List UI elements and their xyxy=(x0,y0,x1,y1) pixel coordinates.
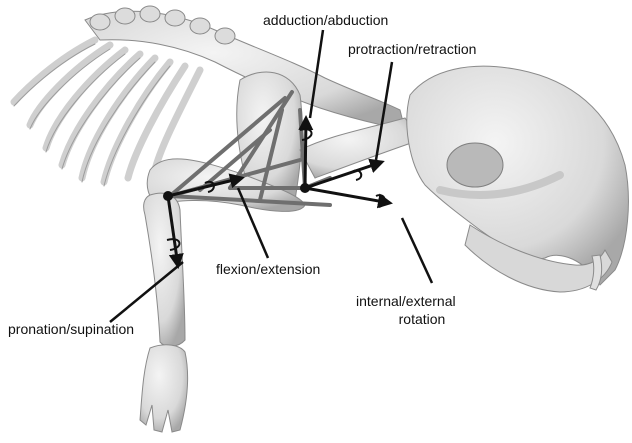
label-flexion-extension: flexion/extension xyxy=(216,261,320,277)
paw xyxy=(140,345,188,432)
label-rotation-line1: internal/external xyxy=(356,293,456,309)
skeleton xyxy=(14,6,628,432)
label-rotation-line2: rotation xyxy=(399,311,446,327)
forearm xyxy=(144,193,185,346)
orbit xyxy=(447,143,503,187)
label-pronation-supination: pronation/supination xyxy=(8,321,134,337)
label-adduction-abduction: adduction/abduction xyxy=(263,12,388,28)
shoulder-joint xyxy=(300,183,310,193)
label-protraction-retraction: protraction/retraction xyxy=(348,41,476,57)
elbow-joint xyxy=(163,191,173,201)
leader-rotation xyxy=(402,218,432,283)
